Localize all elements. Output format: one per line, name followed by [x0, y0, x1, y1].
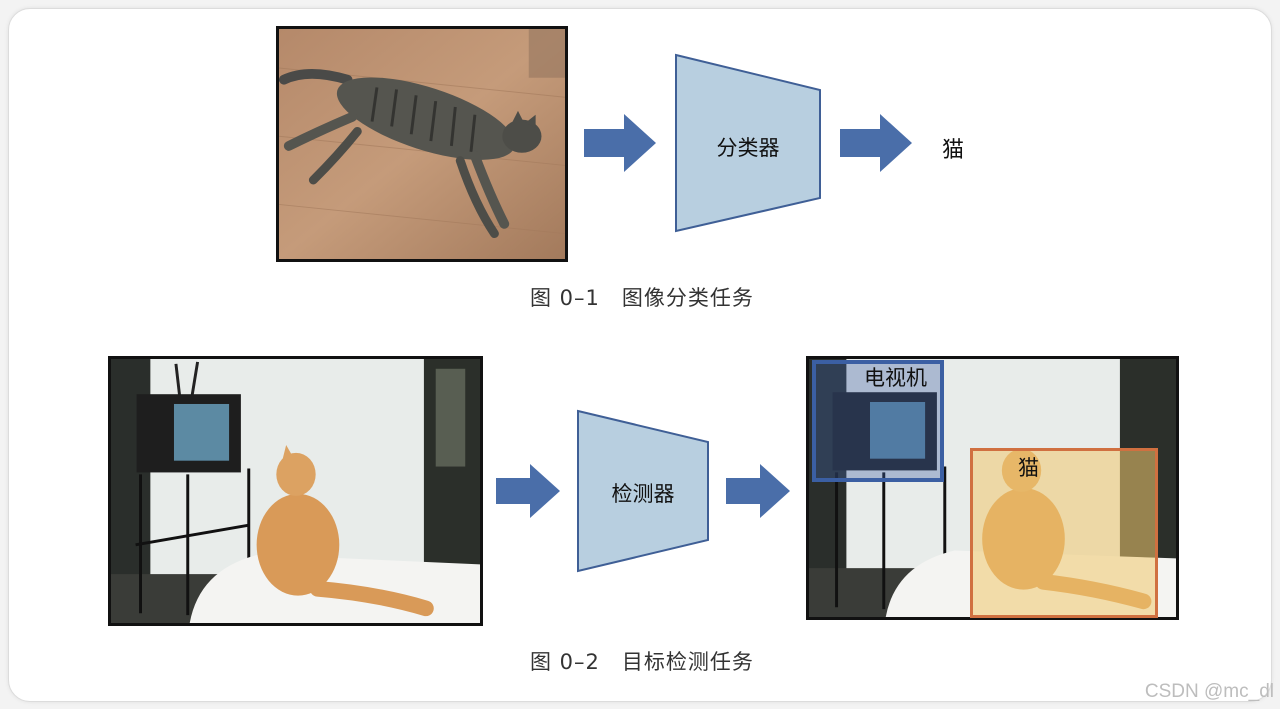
figure2-caption: 图 0–2 目标检测任务 — [530, 650, 754, 674]
detector-trapezoid — [577, 409, 709, 573]
watermark: CSDN @mc_dl — [1144, 681, 1274, 702]
tv-cat-photo — [108, 356, 483, 626]
figure1-caption: 图 0–1 图像分类任务 — [530, 286, 754, 310]
tv-detection-label: 电视机 — [864, 366, 927, 390]
cat-photo — [276, 26, 568, 262]
arrow-to-detections — [726, 464, 790, 518]
arrow-to-classifier — [584, 114, 656, 172]
classifier-trapezoid — [675, 53, 821, 233]
classifier-label: 分类器 — [716, 136, 780, 160]
tv-detection-box — [812, 360, 944, 482]
arrow-to-detector — [496, 464, 560, 518]
cat-detection-box — [970, 448, 1158, 618]
classification-output: 猫 — [942, 138, 965, 163]
arrow-to-output — [840, 114, 912, 172]
detector-label: 检测器 — [611, 482, 675, 506]
cat-detection-label: 猫 — [1018, 456, 1039, 480]
